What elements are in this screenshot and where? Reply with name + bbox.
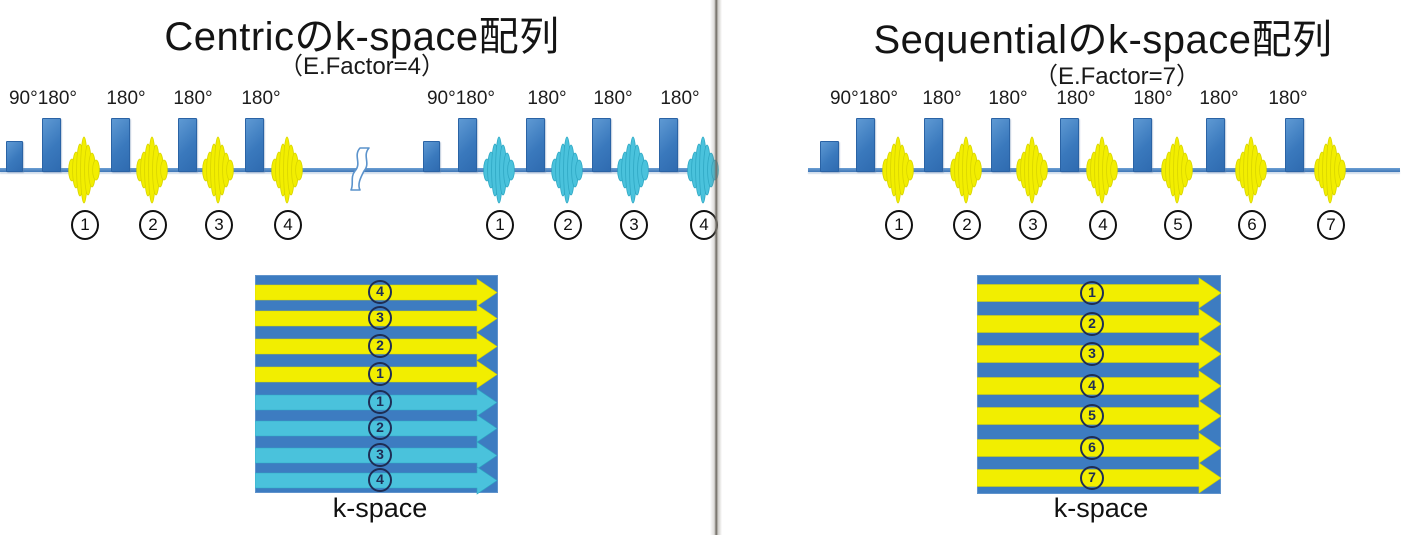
rf-pulse-180 [526,118,545,172]
echo-number-badge: 7 [1317,210,1345,240]
flip-angle-label: 180° [988,88,1028,109]
flip-angle-label: 180° [660,88,700,109]
echo-factor-label: （E.Factor=4） [278,53,446,80]
cyan-echo-signal-icon [551,136,583,204]
flip-angle-label: 180° [922,88,962,109]
kspace-label: k-space [1053,493,1149,523]
rf-pulse-180 [245,118,264,172]
yellow-echo-signal-icon [882,136,914,204]
cyan-echo-signal-icon [483,136,515,204]
kspace-line-number-badge: 1 [1080,281,1104,305]
kspace-line-number-badge: 2 [368,416,392,440]
kspace-line-number-badge: 4 [368,468,392,492]
rf-pulse-90 [423,141,440,172]
axis-break-icon [350,147,370,191]
yellow-echo-signal-icon [1086,136,1118,204]
kspace-line-number-badge: 1 [368,362,392,386]
yellow-echo-signal-icon [1016,136,1048,204]
echo-number-badge: 4 [1089,210,1117,240]
kspace-line-number-badge: 4 [1080,374,1104,398]
echo-number-badge: 2 [139,210,167,240]
rf-pulse-180 [1206,118,1225,172]
kspace-line-number-badge: 3 [1080,342,1104,366]
echo-number-badge: 1 [885,210,913,240]
rf-pulse-180 [659,118,678,172]
flip-angle-label: 180° [527,88,567,109]
kspace-line-number-badge: 5 [1080,404,1104,428]
rf-pulse-180 [924,118,943,172]
flip-angle-label: 180° [106,88,146,109]
kspace-label: k-space [332,493,428,523]
rf-pulse-90 [6,141,23,172]
yellow-echo-signal-icon [1314,136,1346,204]
yellow-echo-signal-icon [271,136,303,204]
kspace-line-number-badge: 7 [1080,466,1104,490]
echo-number-badge: 2 [953,210,981,240]
flip-angle-label: 90°180° [829,88,899,109]
kspace-line-number-badge: 1 [368,390,392,414]
flip-angle-label: 90°180° [426,88,496,109]
rf-pulse-180 [856,118,875,172]
echo-number-badge: 3 [620,210,648,240]
kspace-line-number-badge: 3 [368,443,392,467]
yellow-echo-signal-icon [136,136,168,204]
kspace-line-number-badge: 4 [368,280,392,304]
echo-number-badge: 2 [554,210,582,240]
rf-pulse-180 [592,118,611,172]
kspace-line-number-badge: 2 [368,334,392,358]
rf-pulse-180 [1060,118,1079,172]
yellow-echo-signal-icon [68,136,100,204]
echo-number-badge: 1 [486,210,514,240]
flip-angle-label: 180° [173,88,213,109]
flip-angle-label: 180° [593,88,633,109]
rf-pulse-180 [111,118,130,172]
flip-angle-label: 180° [1199,88,1239,109]
flip-angle-label: 180° [1268,88,1308,109]
kspace-line-number-badge: 6 [1080,436,1104,460]
yellow-echo-signal-icon [1161,136,1193,204]
rf-pulse-90 [820,141,839,172]
cyan-echo-signal-icon [617,136,649,204]
echo-number-badge: 3 [1019,210,1047,240]
rf-pulse-180 [1285,118,1304,172]
echo-number-badge: 5 [1164,210,1192,240]
page-title: Sequentialのk-space配列 [873,18,1333,62]
echo-number-badge: 3 [205,210,233,240]
echo-factor-label: （E.Factor=7） [1033,63,1201,90]
rf-pulse-180 [458,118,477,172]
rf-pulse-180 [178,118,197,172]
kspace-line-number-badge: 2 [1080,312,1104,336]
rf-pulse-180 [42,118,61,172]
flip-angle-label: 180° [1133,88,1173,109]
echo-number-badge: 1 [71,210,99,240]
echo-number-badge: 4 [274,210,302,240]
rf-pulse-180 [991,118,1010,172]
kspace-line-number-badge: 3 [368,306,392,330]
echo-number-badge: 6 [1238,210,1266,240]
page-title: Centricのk-space配列 [164,15,560,59]
yellow-echo-signal-icon [202,136,234,204]
page-divider [710,0,722,535]
flip-angle-label: 90°180° [8,88,78,109]
yellow-echo-signal-icon [1235,136,1267,204]
flip-angle-label: 180° [1056,88,1096,109]
flip-angle-label: 180° [241,88,281,109]
yellow-echo-signal-icon [950,136,982,204]
rf-pulse-180 [1133,118,1152,172]
kspace-box: 1 2 3 4 5 6 7 [977,275,1221,494]
